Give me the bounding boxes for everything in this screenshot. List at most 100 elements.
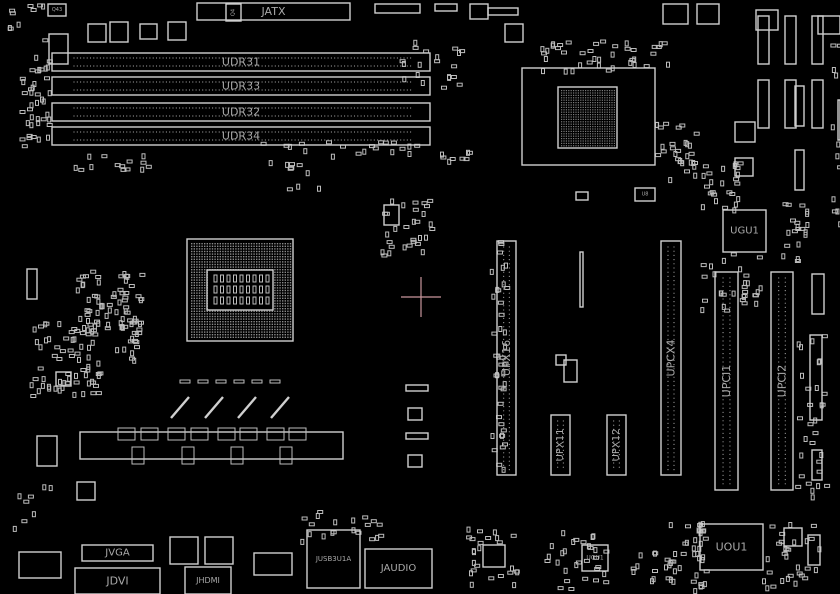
component-outline (51, 102, 431, 122)
small-component (757, 15, 770, 65)
component-uou1-small[interactable]: UOU1 (581, 544, 609, 572)
component-jatx[interactable]: JATX (196, 2, 351, 21)
small-component (734, 121, 756, 143)
small-component (563, 359, 578, 383)
chipset-pch[interactable] (521, 67, 656, 166)
component-outline (51, 76, 431, 96)
component-udr34[interactable]: UDR34 (51, 126, 431, 146)
component-label: JATX (261, 5, 286, 18)
small-component (807, 534, 821, 566)
component-q43[interactable]: Q43 (47, 3, 67, 17)
small-component (757, 79, 770, 129)
component-udr31[interactable]: UDR31 (51, 52, 431, 72)
component-label: JVGA (104, 548, 130, 559)
crosshair-cursor (401, 277, 441, 317)
component-outline (634, 187, 656, 202)
component-label: UDR32 (222, 106, 260, 119)
small-component (139, 23, 158, 40)
component-outline (581, 544, 609, 572)
component-jvga[interactable]: JVGA (81, 544, 154, 562)
component-label: UDR33 (222, 80, 260, 93)
small-component (783, 527, 803, 547)
small-component (504, 23, 524, 43)
component-outline (306, 529, 361, 589)
component-upx12[interactable]: UPX12 (606, 414, 627, 476)
small-component (167, 21, 187, 41)
component-label: JAUDIO (380, 563, 417, 574)
component-label: UOU1 (716, 541, 748, 554)
component-label: UPCI1 (720, 365, 733, 398)
component-outline (722, 209, 767, 253)
small-component (253, 552, 293, 576)
small-component (383, 204, 400, 226)
component-jdvi[interactable]: JDVI (74, 567, 161, 594)
small-component (48, 33, 69, 65)
component-q4[interactable]: Q4 (225, 3, 242, 22)
component-label: UDR31 (222, 56, 260, 69)
small-component (18, 551, 62, 579)
component-jaudio[interactable]: JAUDIO (364, 548, 433, 589)
component-label: UPCX4 (665, 340, 678, 377)
component-outline (74, 567, 161, 594)
component-label: UPX16 (500, 340, 513, 376)
small-component (784, 15, 797, 65)
small-component (734, 157, 754, 177)
component-upci1[interactable]: UPCI1 (714, 271, 739, 491)
component-outline (550, 414, 571, 476)
small-component (76, 481, 96, 501)
small-component (784, 79, 797, 129)
small-component (811, 15, 824, 65)
component-udr33[interactable]: UDR33 (51, 76, 431, 96)
component-label: UPX11 (555, 429, 566, 462)
small-component (36, 435, 58, 467)
cpu-socket[interactable] (186, 238, 294, 342)
vrm-mosfet-bank[interactable] (79, 379, 344, 465)
small-component (434, 3, 458, 12)
small-component (794, 85, 805, 127)
component-jusb3u1a[interactable]: JUSB3U1A (306, 529, 361, 589)
component-label: UPCI2 (776, 365, 789, 398)
small-component (487, 7, 519, 16)
component-ugu1[interactable]: UGU1 (722, 209, 767, 253)
component-label: UDR34 (222, 130, 260, 143)
small-component (811, 79, 824, 129)
component-uou1[interactable]: UOU1 (699, 523, 764, 571)
small-component (794, 149, 805, 191)
small-component (575, 191, 589, 201)
component-udr32[interactable]: UDR32 (51, 102, 431, 122)
component-upcx4[interactable]: UPCX4 (660, 240, 682, 476)
small-component (696, 3, 720, 25)
component-label: JUSB3U1A (315, 555, 351, 563)
small-component (169, 536, 199, 565)
small-component (469, 3, 489, 20)
small-component (405, 432, 429, 440)
component-upx16[interactable]: UPX16 (496, 240, 517, 476)
small-component (579, 251, 584, 308)
component-outline (184, 566, 232, 594)
component-outline (496, 240, 517, 476)
small-component (55, 371, 72, 387)
component-label: JHDMI (195, 576, 220, 585)
small-component (374, 3, 421, 14)
component-outline (606, 414, 627, 476)
small-component (405, 384, 429, 392)
component-jhdmi[interactable]: JHDMI (184, 566, 232, 594)
component-outline (770, 271, 794, 491)
component-label: Q43 (52, 7, 62, 13)
component-upx11[interactable]: UPX11 (550, 414, 571, 476)
component-label: UGU1 (730, 226, 759, 237)
component-label: Q4 (231, 9, 237, 16)
component-upci2[interactable]: UPCI2 (770, 271, 794, 491)
component-label: JDVI (105, 575, 128, 588)
component-label: UOU1 (586, 555, 604, 562)
component-u8[interactable]: U8 (634, 187, 656, 202)
small-component (817, 15, 840, 35)
component-outline (196, 2, 351, 21)
small-component (482, 544, 506, 568)
component-outline (660, 240, 682, 476)
component-outline (699, 523, 764, 571)
component-outline (51, 52, 431, 72)
small-component (109, 21, 129, 43)
